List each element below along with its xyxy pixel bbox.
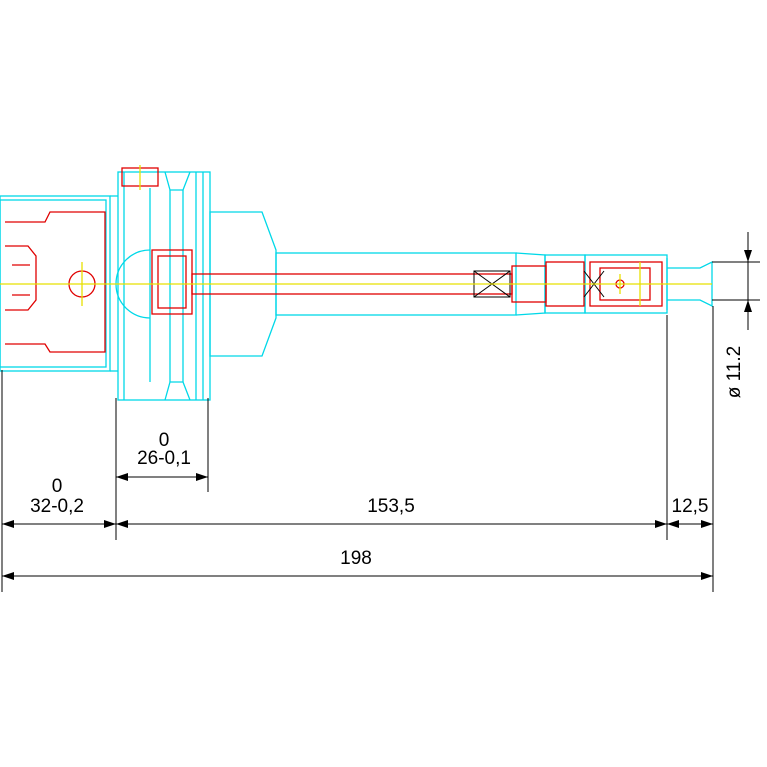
taper-length-upper: 0 — [52, 476, 63, 497]
tip-diameter-label: ø 11.2 — [724, 346, 745, 398]
bar-length-label: 153,5 — [367, 496, 415, 517]
shank-section — [5, 211, 106, 353]
taper-length-lower: 32-0,2 — [30, 496, 84, 517]
dimension-lines — [1, 232, 760, 592]
part-outline — [0, 171, 713, 401]
tip-length-label: 12,5 — [672, 496, 709, 517]
total-length-label: 198 — [340, 548, 372, 569]
v-groove-top — [164, 171, 191, 191]
flange-length-upper: 0 — [159, 430, 170, 451]
flange-length-lower: 26-0,1 — [137, 448, 191, 469]
centerlines — [0, 165, 712, 306]
collar-cone — [209, 211, 277, 357]
dimension-text: 0 26-0,1 0 32-0,2 153,5 12,5 198 ø 11.2 — [30, 346, 745, 569]
v-groove-bottom — [164, 381, 191, 401]
